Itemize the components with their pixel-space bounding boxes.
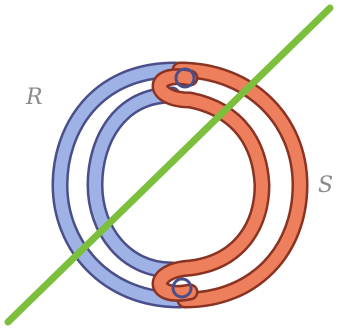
label-right: S — [318, 173, 333, 198]
right-inner-curve — [160, 77, 262, 294]
left-inner-arc-edge — [95, 95, 172, 270]
label-left: R — [25, 85, 43, 110]
left-tube — [60, 70, 180, 300]
